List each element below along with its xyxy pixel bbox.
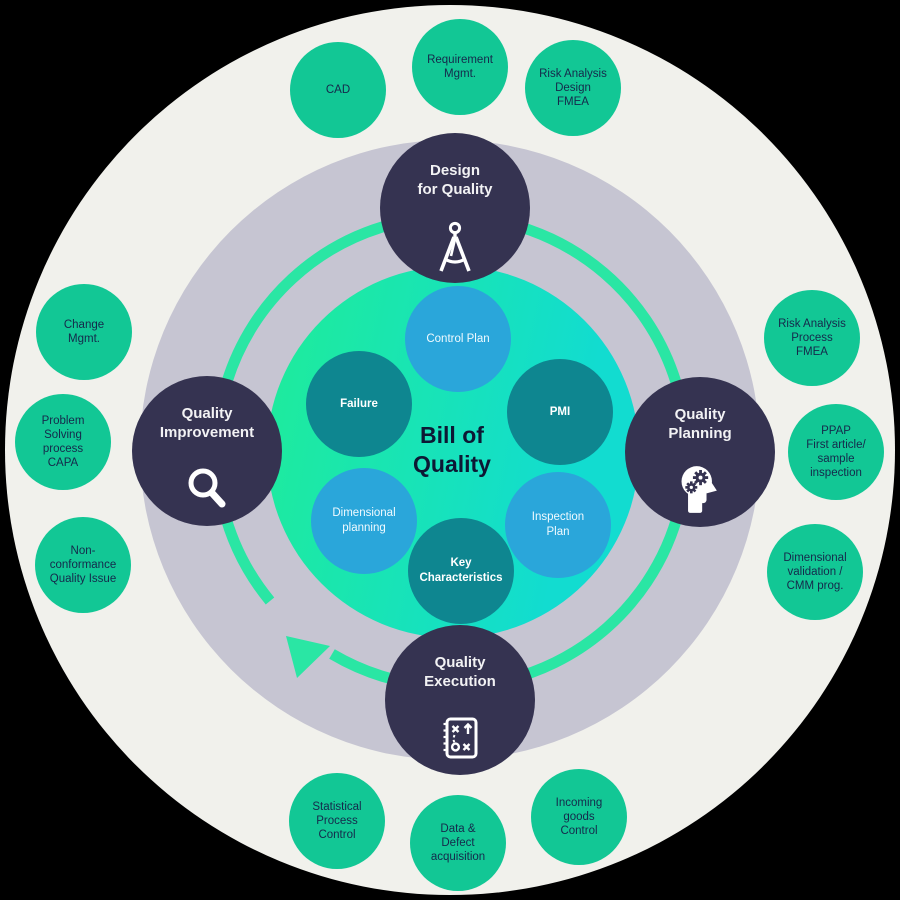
satellite-label: Non- conformance Quality Issue: [49, 545, 117, 585]
satellite-cad: CAD: [290, 42, 386, 138]
satellite-requirement-mgmt: Requirement Mgmt.: [412, 19, 508, 115]
satellite-label: Data & Defect acquisition: [430, 823, 486, 863]
inner-circle-dimensional-planning: Dimensional planning: [311, 468, 417, 574]
satellite-change-mgmt: Change Mgmt.: [36, 284, 132, 380]
satellite-nonconformance-quality-issue: Non- conformance Quality Issue: [35, 517, 131, 613]
inner-circle-key-characteristics: Key Characteristics: [408, 518, 514, 624]
inner-circle-label: PMI: [549, 405, 571, 418]
satellite-label: Change Mgmt.: [63, 319, 105, 345]
phase-label: Design for Quality: [417, 162, 493, 198]
satellite-label: Statistical Process Control: [312, 801, 362, 841]
magnifier-icon: [188, 468, 226, 508]
phase-label: Quality Planning: [668, 406, 732, 442]
satellite-label: Risk Analysis Design FMEA: [539, 68, 607, 108]
satellite-label: Incoming goods Control: [555, 797, 603, 837]
phase-quality-planning: Quality Planning: [625, 377, 775, 527]
compass-icon: [439, 221, 471, 272]
phase-quality-improvement: Quality Improvement: [132, 376, 282, 526]
inner-circle-label: Inspection Plan: [531, 511, 585, 538]
inner-circle-label: Dimensional planning: [332, 507, 396, 534]
satellite-label: Problem Solving process CAPA: [41, 415, 85, 469]
inner-circle-inspection-plan: Inspection Plan: [505, 472, 611, 578]
satellite-risk-analysis-design-fmea: Risk Analysis Design FMEA: [525, 40, 621, 136]
satellite-label: Dimensional validation / CMM prog.: [783, 552, 847, 592]
satellite-incoming-goods-control: Incoming goods Control: [531, 769, 627, 865]
inner-circle-label: Control Plan: [426, 332, 490, 345]
satellite-data-defect-acquisition: Data & Defect acquisition: [410, 795, 506, 891]
satellite-label: PPAP First article/ sample inspection: [806, 425, 866, 479]
strategy-notebook-icon: [443, 717, 478, 759]
satellite-label: Risk Analysis Process FMEA: [778, 318, 846, 358]
phase-design-for-quality: Design for Quality: [380, 133, 530, 283]
satellite-label: Requirement Mgmt.: [427, 54, 493, 80]
phase-label: Quality Improvement: [159, 405, 255, 441]
satellite-dimensional-validation-cmm: Dimensional validation / CMM prog.: [767, 524, 863, 620]
satellite-statistical-process-control: Statistical Process Control: [289, 773, 385, 869]
inner-circle-label: Failure: [340, 397, 378, 410]
satellite-ppap-first-article: PPAP First article/ sample inspection: [788, 404, 884, 500]
inner-circle-label: Key Characteristics: [419, 557, 503, 584]
phase-quality-execution: Quality Execution: [385, 625, 535, 775]
phase-label: Quality Execution: [424, 654, 496, 690]
satellite-label: CAD: [325, 84, 351, 96]
satellite-risk-analysis-process-fmea: Risk Analysis Process FMEA: [764, 290, 860, 386]
satellite-problem-solving-capa: Problem Solving process CAPA: [15, 394, 111, 490]
center-title: Bill of Quality: [413, 422, 491, 477]
head-gears-icon: [681, 466, 717, 513]
inner-circle-control-plan: Control Plan: [405, 286, 511, 392]
